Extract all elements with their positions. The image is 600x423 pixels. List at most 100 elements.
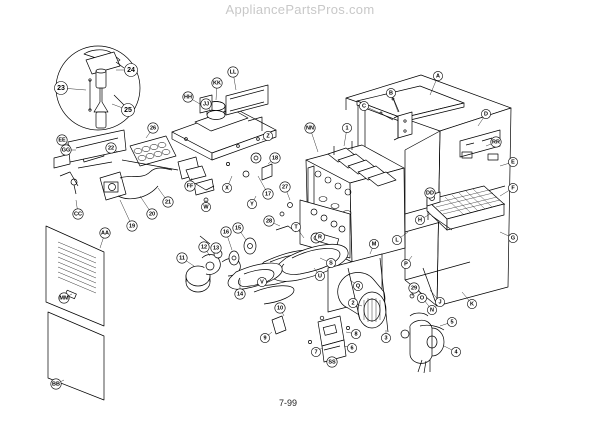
callout-bubble-E bbox=[508, 157, 518, 167]
callout-bubble-X bbox=[222, 183, 232, 193]
callout-label-X: X bbox=[225, 185, 229, 191]
callout-label-n29: 29 bbox=[411, 285, 417, 291]
callout-label-n7: 7 bbox=[314, 349, 317, 355]
callout-bubble-Y bbox=[247, 199, 257, 209]
callout-label-n15: 15 bbox=[235, 225, 241, 231]
corner-bracket bbox=[379, 97, 413, 141]
callout-label-A: A bbox=[436, 73, 440, 79]
callout-bubble-H bbox=[415, 215, 425, 225]
blower-motor bbox=[400, 312, 445, 374]
callout-label-Z: Z bbox=[266, 133, 270, 139]
misc-small-parts bbox=[195, 162, 415, 335]
callout-bubble-N bbox=[427, 305, 437, 315]
callout-bubble-DD bbox=[424, 187, 436, 199]
heat-exchanger-coil bbox=[426, 185, 505, 231]
callout-bubble-V bbox=[257, 277, 267, 287]
callout-bubble-LL bbox=[227, 66, 239, 78]
callout-bubble-S bbox=[326, 258, 336, 268]
callout-label-JJ: JJ bbox=[203, 101, 209, 107]
callout-bubble-R bbox=[315, 232, 325, 242]
flue-collector-assembly bbox=[171, 84, 277, 164]
callout-bubble-AA bbox=[99, 227, 111, 239]
callout-bubble-NN bbox=[304, 122, 316, 134]
callout-label-B: B bbox=[389, 90, 393, 96]
callout-label-n16: 16 bbox=[223, 229, 229, 235]
callout-bubble-L bbox=[392, 235, 402, 245]
callout-label-E: E bbox=[511, 159, 515, 165]
lower-door bbox=[47, 311, 105, 401]
callout-bubble-M bbox=[369, 239, 379, 249]
callout-bubble-K bbox=[467, 299, 477, 309]
callout-bubble-n17 bbox=[262, 188, 274, 200]
callout-label-N: N bbox=[430, 307, 434, 313]
callout-bubble-P bbox=[401, 259, 411, 269]
callout-label-Y: Y bbox=[250, 201, 254, 207]
callout-bubble-SS bbox=[326, 356, 338, 368]
callout-label-SS: SS bbox=[328, 359, 336, 365]
callout-bubble-n23 bbox=[54, 81, 68, 95]
callout-label-DD: DD bbox=[426, 190, 434, 196]
callout-bubble-n26 bbox=[147, 122, 159, 134]
callout-label-V: V bbox=[260, 279, 264, 285]
callout-bubble-G bbox=[508, 233, 518, 243]
callout-label-O: O bbox=[420, 295, 425, 301]
callout-label-EE: EE bbox=[58, 137, 66, 143]
callout-label-G: G bbox=[511, 235, 515, 241]
callout-bubble-n8 bbox=[351, 329, 361, 339]
callout-bubble-D bbox=[481, 109, 491, 119]
callout-label-U: U bbox=[318, 273, 322, 279]
callout-bubble-FF bbox=[184, 180, 196, 192]
callout-label-n17: 17 bbox=[265, 191, 271, 197]
callout-label-n27: 27 bbox=[282, 184, 288, 190]
callout-label-n8: 8 bbox=[354, 331, 357, 337]
callout-bubble-n28 bbox=[263, 215, 275, 227]
callout-label-AA: AA bbox=[101, 230, 109, 236]
callout-label-L: L bbox=[395, 237, 399, 243]
callout-label-n22: 22 bbox=[108, 145, 114, 151]
callout-label-n4: 4 bbox=[454, 349, 458, 355]
callout-bubble-EE bbox=[56, 134, 68, 146]
callout-bubble-n6 bbox=[347, 343, 357, 353]
callout-bubble-n7 bbox=[311, 347, 321, 357]
callout-label-MM: MM bbox=[59, 295, 69, 301]
callout-label-n23: 23 bbox=[57, 85, 65, 92]
callout-label-K: K bbox=[470, 301, 474, 307]
callout-label-P: P bbox=[404, 261, 408, 267]
callout-bubble-Q bbox=[353, 281, 363, 291]
callout-label-Q: Q bbox=[356, 283, 361, 289]
callout-label-n18: 18 bbox=[272, 155, 278, 161]
callout-bubble-n12 bbox=[198, 241, 210, 253]
callout-bubble-n29 bbox=[408, 282, 420, 294]
ignitor-detail-inset bbox=[55, 45, 141, 131]
callout-label-R: R bbox=[318, 234, 322, 240]
burner-assembly bbox=[121, 135, 215, 203]
callout-label-n19: 19 bbox=[129, 223, 135, 229]
callout-label-BB: BB bbox=[52, 381, 60, 387]
callout-bubble-CC bbox=[72, 208, 84, 220]
callout-bubble-HH bbox=[182, 91, 194, 103]
callout-label-n5: 5 bbox=[450, 319, 453, 325]
callout-label-n21: 21 bbox=[165, 199, 171, 205]
callout-label-W: W bbox=[203, 204, 209, 210]
page-number: 7-99 bbox=[279, 398, 298, 408]
callout-bubble-A bbox=[433, 71, 443, 81]
callout-label-M: M bbox=[372, 241, 377, 247]
callout-label-KK: KK bbox=[213, 80, 221, 86]
callout-label-FF: FF bbox=[187, 183, 194, 189]
callout-label-NN: NN bbox=[306, 125, 314, 131]
callout-label-J: J bbox=[438, 299, 441, 305]
callout-bubble-n25 bbox=[121, 103, 135, 117]
callout-bubble-n15 bbox=[232, 222, 244, 234]
callout-bubble-n10 bbox=[274, 302, 286, 314]
callout-bubble-MM bbox=[58, 292, 70, 304]
callout-bubble-JJ bbox=[200, 98, 212, 110]
callout-bubble-C bbox=[359, 101, 369, 111]
callout-bubble-n1 bbox=[342, 123, 352, 133]
burner-partition-panel bbox=[299, 199, 351, 259]
control-box bbox=[308, 315, 350, 363]
callout-bubble-n16 bbox=[220, 226, 232, 238]
callout-label-LL: LL bbox=[230, 69, 237, 75]
callout-bubble-n9 bbox=[260, 333, 270, 343]
callout-bubble-n22 bbox=[105, 142, 117, 154]
